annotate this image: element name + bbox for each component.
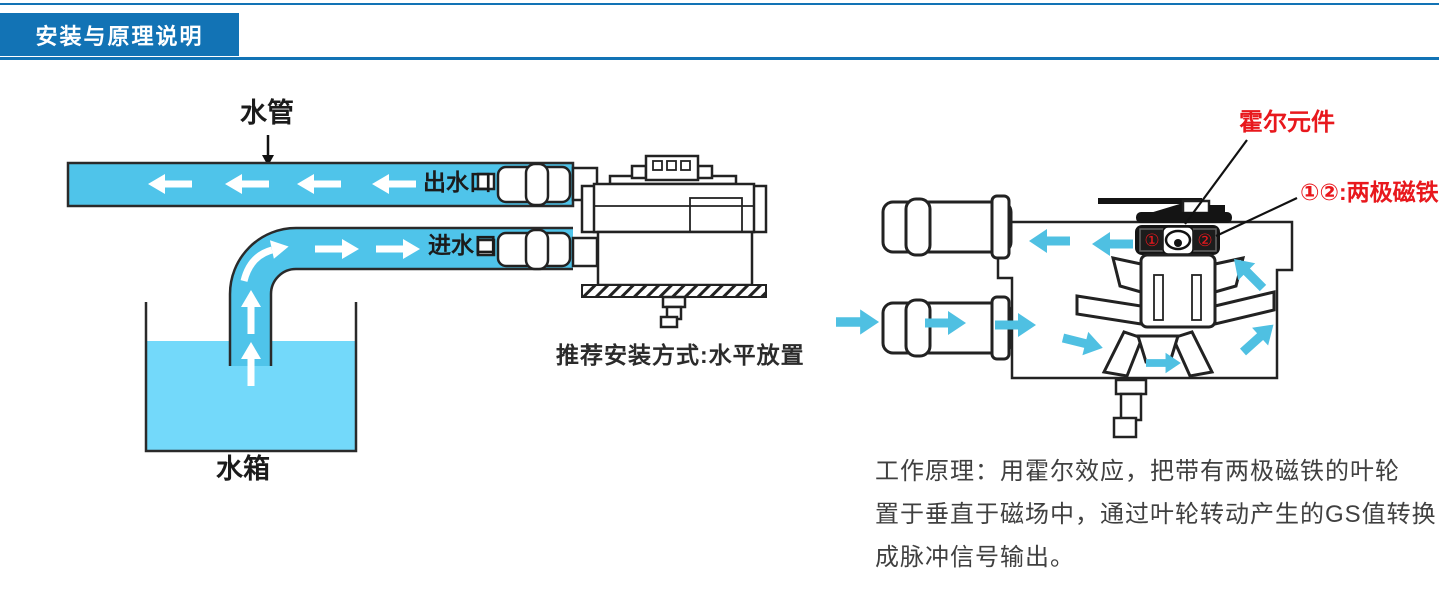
- inlet-hose-barb: [881, 295, 1013, 361]
- top-divider: [0, 3, 1439, 5]
- left-installation-diagram: [66, 135, 768, 453]
- rotor-axle-eye-icon: [1164, 229, 1192, 251]
- section-header-banner: 安装与原理说明: [0, 13, 239, 56]
- magnet-1-number: ①: [1144, 231, 1159, 251]
- mounting-plate-hatch: [581, 284, 767, 298]
- hall-sensor-cap: [1098, 198, 1232, 223]
- water-tank-label: 水箱: [216, 454, 270, 484]
- flow-sensor-side-view: [571, 154, 768, 329]
- magnet-2-number: ②: [1197, 231, 1212, 251]
- hall-label-leader-line: [1184, 139, 1248, 225]
- inlet-label: 进水口: [428, 232, 497, 258]
- sensor-connector: [630, 154, 714, 182]
- inlet-barb-fitting: [476, 228, 572, 271]
- principle-line-1: 工作原理：用霍尔效应，把带有两极磁铁的叶轮: [875, 458, 1400, 485]
- magnet-label-leader-line: [1215, 197, 1298, 237]
- principle-line-3: 成脉冲信号输出。: [875, 544, 1075, 571]
- outlet-barb-fitting: [476, 162, 572, 207]
- inlet-elbow-pipe: [228, 226, 573, 386]
- principle-line-2: 置于垂直于磁场中，通过叶轮转动产生的GS值转换: [875, 501, 1437, 528]
- housing-bottom-clip: [1112, 378, 1148, 439]
- section-title: 安装与原理说明: [35, 23, 204, 49]
- pipe-pointer-arrow-icon: [262, 135, 274, 166]
- flow-sensor-cross-section: ① ②: [836, 139, 1298, 439]
- elbow-curved-arrow-icon: [240, 240, 289, 282]
- water-pipe-label: 水管: [240, 98, 294, 128]
- hall-element-label: 霍尔元件: [1239, 109, 1335, 136]
- rotor-magnet-head: ① ②: [1135, 225, 1220, 255]
- bipolar-magnet-label: ①②:两极磁铁: [1300, 179, 1439, 205]
- outlet-hose-barb: [881, 194, 1013, 260]
- install-recommendation-note: 推荐安装方式:水平放置: [556, 342, 805, 368]
- working-principle-text: 工作原理：用霍尔效应，把带有两极磁铁的叶轮 置于垂直于磁场中，通过叶轮转动产生的…: [875, 450, 1437, 579]
- outlet-label: 出水口: [423, 169, 492, 195]
- header-divider: [0, 57, 1439, 60]
- sensor-mount-clip: [659, 295, 687, 329]
